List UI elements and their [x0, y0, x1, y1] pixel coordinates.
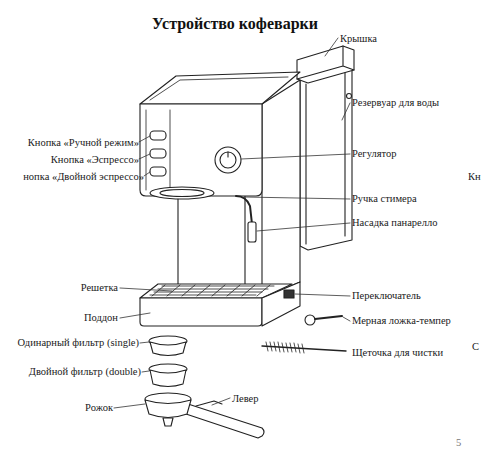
- group-head-inner: [160, 190, 204, 197]
- leader-line: [120, 313, 150, 318]
- part-label: Насадка панарелло: [352, 216, 437, 229]
- button-panel: [146, 110, 170, 190]
- power-switch: [284, 290, 294, 298]
- double-filter-body: [150, 370, 186, 387]
- cleaning-brush-bristles: [266, 342, 304, 353]
- steam-handle: [236, 196, 252, 224]
- part-label: Кнопка «Эспрессо»: [51, 153, 139, 166]
- group-head: [150, 187, 214, 199]
- part-label: С: [472, 340, 479, 353]
- leader-line: [241, 154, 350, 159]
- leader-line: [257, 223, 350, 231]
- button-espresso: [150, 149, 166, 158]
- part-label: Переключатель: [352, 289, 421, 302]
- part-label: Рожок: [85, 401, 113, 414]
- tank-latch: [347, 94, 352, 99]
- part-label: Кнопка «Ручной режим»: [28, 136, 139, 149]
- back-wall-edge: [178, 196, 245, 286]
- part-label: Мерная ложка-темпер: [352, 314, 451, 327]
- part-label: 5: [456, 436, 461, 449]
- part-label: Двойной фильтр (double): [29, 365, 141, 378]
- single-filter-body: [150, 342, 186, 356]
- body-top: [140, 72, 300, 104]
- portafilter-basket: [145, 400, 191, 418]
- leader-line: [343, 317, 350, 321]
- regulator-knob: [215, 147, 241, 173]
- button-double: [150, 167, 166, 176]
- part-label: Левер: [232, 392, 259, 405]
- portafilter-spout: [163, 418, 173, 426]
- tank-lid-edge: [297, 46, 354, 79]
- part-label: Ручка стимера: [352, 192, 417, 205]
- leader-line: [139, 154, 150, 159]
- leader-line: [120, 288, 172, 291]
- leader-line: [142, 371, 149, 372]
- drip-tray-side: [262, 282, 300, 326]
- cleaning-brush-handle: [262, 346, 346, 351]
- panarello: [248, 222, 256, 242]
- part-label: Кн: [468, 170, 481, 183]
- leader-line: [139, 136, 150, 142]
- body-top-inner: [150, 77, 288, 100]
- leader-line: [295, 294, 350, 296]
- part-label: Одинарный фильтр (single): [17, 336, 139, 349]
- body-side-lower: [262, 80, 300, 298]
- part-label: нопка «Двойной эспрессо»: [23, 170, 144, 183]
- part-label: Щеточка для чистки: [352, 346, 443, 359]
- leader-line: [244, 197, 350, 199]
- button-manual: [150, 131, 166, 140]
- spoon-handle: [315, 316, 342, 319]
- part-label: Поддон: [84, 311, 118, 324]
- drip-tray-front: [140, 298, 262, 326]
- leader-line: [212, 398, 230, 405]
- leader-line: [325, 38, 338, 56]
- body-front-upper: [140, 104, 262, 196]
- measuring-spoon: [305, 315, 315, 325]
- portafilter-handle: [186, 404, 264, 438]
- tank-lid: [297, 46, 354, 83]
- leader-line: [114, 404, 145, 408]
- leader-line: [140, 342, 149, 343]
- diagram-title: Устройство кофеварки: [110, 14, 360, 34]
- portafilter-lever: [196, 401, 222, 406]
- part-label: Решетка: [81, 281, 118, 294]
- leader-line: [342, 103, 350, 120]
- tank-inner-line: [306, 72, 345, 244]
- part-label: Резервуар для воды: [352, 96, 439, 109]
- regulator-knob-inner: [220, 152, 236, 168]
- leader-lines: [114, 38, 350, 408]
- part-label: Крышка: [340, 32, 377, 45]
- part-label: Регулятор: [352, 147, 396, 160]
- regulator-pointer: [227, 152, 228, 157]
- leader-line: [144, 172, 150, 176]
